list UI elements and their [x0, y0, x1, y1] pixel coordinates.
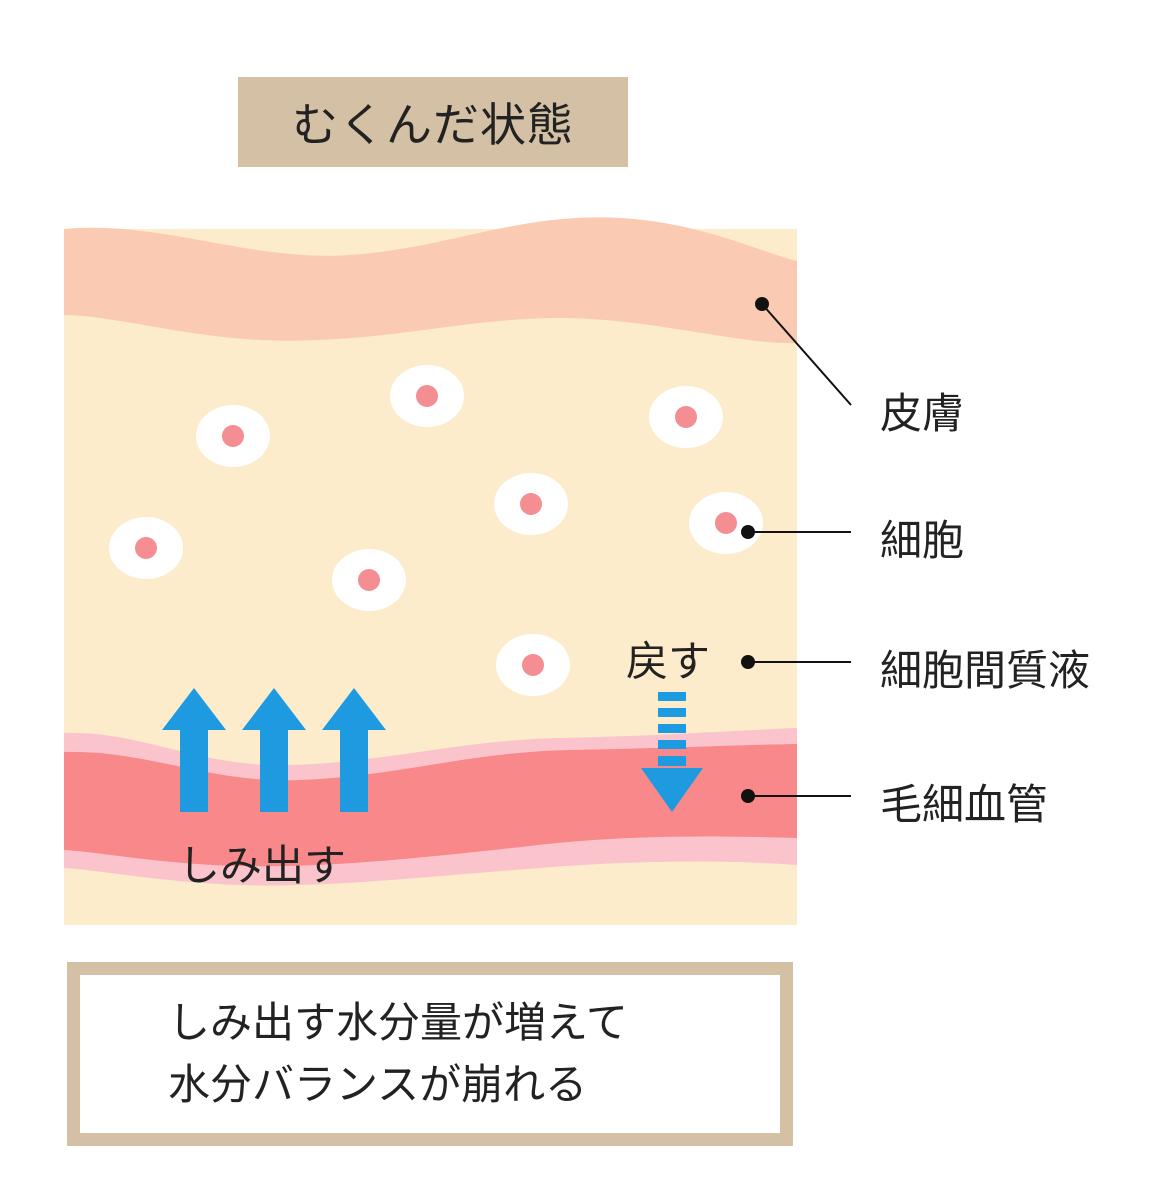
label-capillary: 毛細血管 [880, 780, 1049, 829]
label-skin: 皮膚 [880, 389, 965, 438]
up-arrow-icon [162, 688, 226, 812]
cell-nucleus [675, 406, 697, 428]
cell-nucleus [135, 537, 157, 559]
down-arrow-icon [641, 768, 703, 812]
cell [496, 634, 570, 696]
cell [109, 517, 183, 579]
cell [649, 386, 723, 448]
cell-nucleus [222, 425, 244, 447]
cell [196, 405, 270, 467]
seep-out-arrows [162, 688, 386, 812]
cell-nucleus [522, 654, 544, 676]
return-arrow [641, 692, 703, 812]
cell-nucleus [715, 512, 737, 534]
up-arrow-icon [322, 688, 386, 812]
cell-nucleus [416, 385, 438, 407]
label-interstitial-fluid: 細胞間質液 [880, 646, 1091, 695]
skin-layer [64, 217, 797, 344]
caption-box: しみ出す水分量が増えて 水分バランスが崩れる [67, 962, 793, 1146]
cell [390, 365, 464, 427]
label-cell: 細胞 [880, 516, 965, 565]
cell [332, 549, 406, 611]
title-box: むくんだ状態 [238, 77, 628, 167]
cell-nucleus [520, 493, 542, 515]
leader-lines [741, 297, 852, 803]
label-seep-out: しみ出す [178, 841, 347, 890]
caption-line-2: 水分バランスが崩れる [168, 1060, 588, 1109]
title: むくんだ状態 [292, 98, 574, 152]
cell [689, 492, 763, 554]
cell-nucleus [358, 569, 380, 591]
label-return: 戻す [626, 637, 711, 686]
caption-line-1: しみ出す水分量が増えて [168, 998, 628, 1047]
cell [494, 473, 568, 535]
cell-group [109, 365, 763, 696]
capillary-inner [64, 744, 797, 867]
up-arrow-icon [242, 688, 306, 812]
